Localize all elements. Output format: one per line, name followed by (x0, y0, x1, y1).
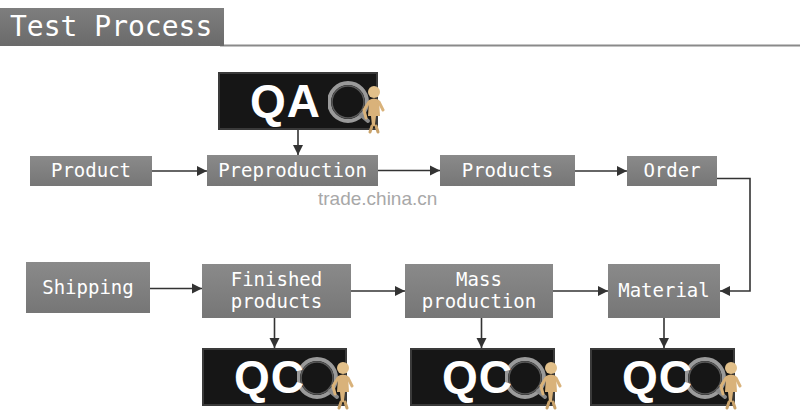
inspector-icon (297, 350, 359, 412)
process-box: Mass production (405, 264, 553, 318)
inspector-figure (685, 350, 747, 412)
process-box: Finished products (202, 264, 351, 318)
title-rule-line (220, 45, 800, 47)
check-label: QC (234, 350, 305, 404)
check-label: QC (442, 350, 513, 404)
process-box: Order (627, 156, 717, 186)
flow-arrow (297, 130, 299, 155)
inspector-icon (505, 350, 567, 412)
step-label: Product (51, 160, 131, 182)
step-label: Products (462, 160, 554, 182)
flow-arrow (351, 290, 405, 292)
check-box: QC (590, 348, 735, 406)
flow-arrow (152, 170, 207, 172)
check-label: QC (622, 350, 693, 404)
flow-arrow (717, 179, 750, 292)
page-title: Test Process (0, 8, 224, 46)
step-label: Finished products (210, 269, 343, 313)
watermark: trade.china.cn (315, 188, 440, 210)
step-label: Mass production (413, 269, 545, 313)
flow-arrow (575, 170, 627, 172)
flow-arrow (274, 318, 276, 348)
flow-arrow (150, 288, 202, 290)
flow-arrow (378, 170, 440, 172)
inspector-figure (328, 74, 390, 136)
check-box: QA (218, 72, 378, 130)
flow-arrow (663, 318, 665, 348)
step-label: Order (643, 160, 700, 182)
step-label: Shipping (42, 277, 134, 299)
step-label: Material (618, 280, 710, 302)
process-box: Preproduction (207, 155, 378, 186)
check-box: QC (410, 348, 555, 406)
step-label: Preproduction (218, 160, 367, 182)
inspector-icon (685, 350, 747, 412)
flow-arrow (481, 318, 483, 348)
process-box: Material (608, 264, 720, 318)
inspector-figure (297, 350, 359, 412)
process-box: Shipping (26, 262, 150, 313)
check-label: QA (250, 74, 321, 128)
check-box: QC (202, 348, 347, 406)
process-box: Product (30, 156, 152, 186)
inspector-icon (328, 74, 390, 136)
inspector-figure (505, 350, 567, 412)
flow-arrow (553, 290, 608, 292)
process-box: Products (440, 155, 575, 186)
